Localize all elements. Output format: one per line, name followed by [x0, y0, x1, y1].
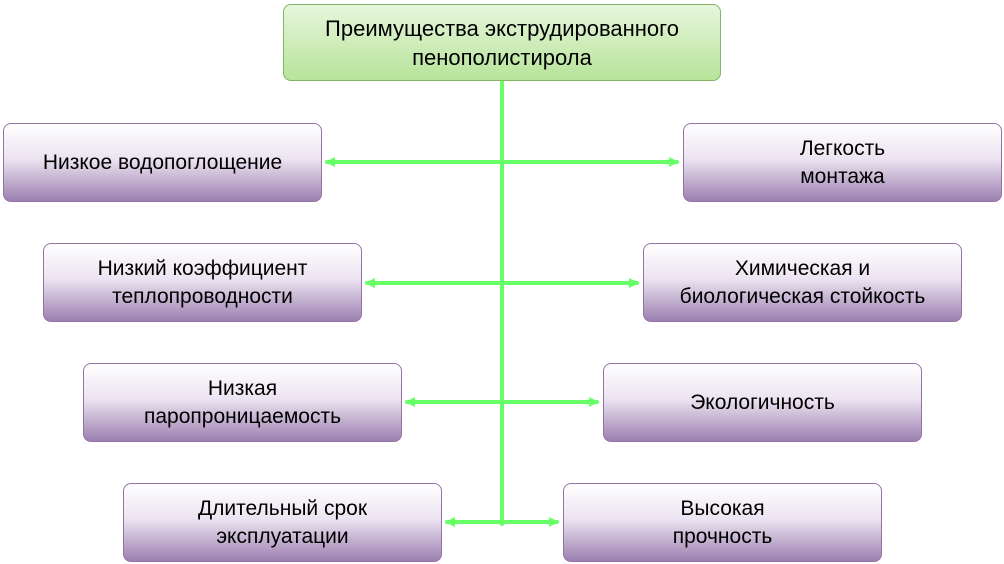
advantage-node-low-vapor-permeability: Низкая паропроницаемость [83, 363, 402, 442]
advantage-node-label: Низкая паропроницаемость [143, 376, 342, 428]
advantage-node-chemical-biological-resistance: Химическая и биологическая стойкость [643, 243, 962, 322]
advantage-node-high-strength: Высокая прочность [563, 483, 882, 562]
advantage-node-label: Химическая и биологическая стойкость [679, 256, 926, 308]
root-node-label: Преимущества экструдированного пенополис… [325, 15, 679, 70]
advantage-node-label: Экологичность [690, 390, 835, 414]
advantage-node-label: Легкость монтажа [799, 136, 886, 188]
root-node: Преимущества экструдированного пенополис… [283, 4, 721, 81]
advantage-node-low-water-absorption: Низкое водопоглощение [3, 123, 322, 202]
advantage-node-label: Высокая прочность [672, 496, 773, 548]
advantage-node-label: Низкое водопоглощение [42, 150, 283, 174]
advantage-node-low-thermal-conductivity: Низкий коэффициент теплопроводности [43, 243, 362, 322]
advantage-node-long-service-life: Длительный срок эксплуатации [123, 483, 442, 562]
advantage-node-eco-friendliness: Экологичность [603, 363, 922, 442]
advantage-node-label: Длительный срок эксплуатации [197, 496, 368, 548]
advantage-node-easy-installation: Легкость монтажа [683, 123, 1002, 202]
advantage-node-label: Низкий коэффициент теплопроводности [97, 256, 308, 308]
